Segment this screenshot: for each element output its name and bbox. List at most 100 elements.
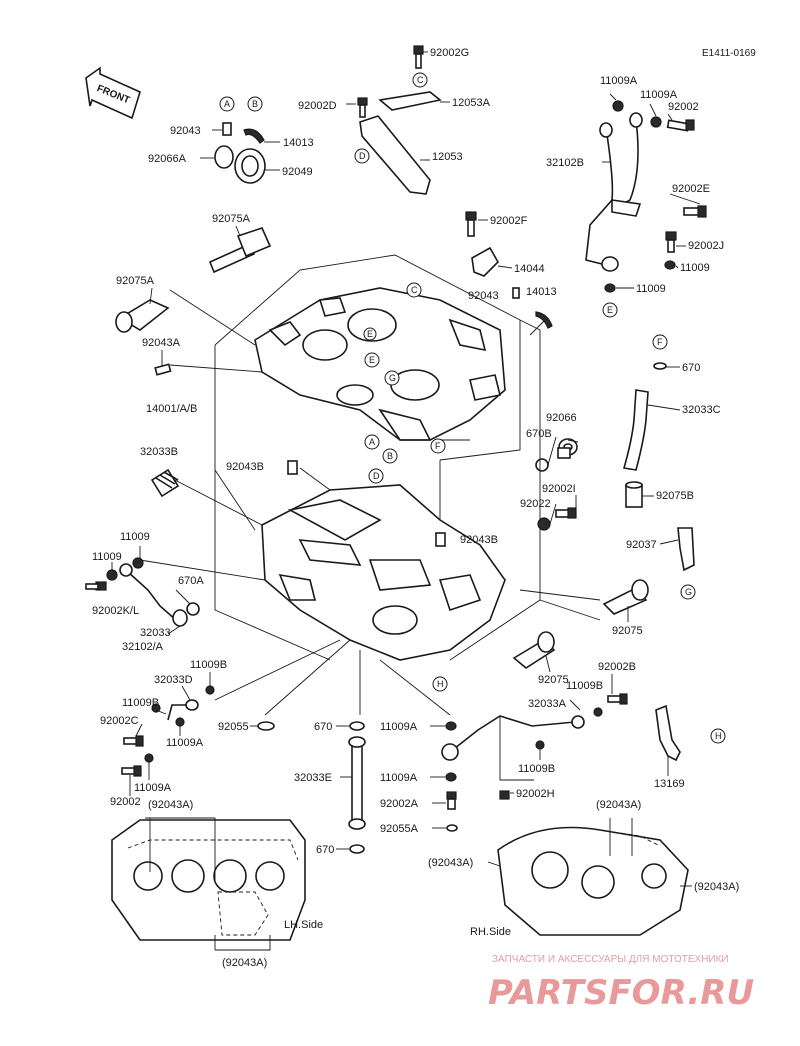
label-11009B-3: 11009B: [566, 680, 603, 692]
o-ring-670B: [535, 458, 549, 472]
svg-text:A: A: [369, 437, 375, 447]
callout-A-2: A: [364, 434, 380, 450]
label-92002C: 92002C: [100, 715, 139, 727]
watermark-logo: PARTSFOR.RU: [488, 973, 754, 1013]
label-92055: 92055: [218, 721, 249, 733]
label-92002B: 92002B: [598, 661, 636, 673]
label-14013-b: 14013: [526, 286, 557, 298]
pin-92043: [222, 122, 232, 136]
lh-side-label: LH.Side: [284, 919, 323, 931]
label-92066A: 92066A: [148, 153, 187, 165]
seal-92066A: [214, 145, 234, 169]
lower-crankcase: [261, 484, 506, 661]
label-12053A: 12053A: [452, 97, 491, 109]
bolt-92002D: [357, 97, 368, 118]
label-92075A-2: 92075A: [116, 275, 155, 287]
o-ring-670-c: [349, 844, 365, 854]
bracket-92037: [677, 527, 695, 572]
washer-11009B: [205, 685, 215, 695]
watermark: ЗАПЧАСТИ И АКСЕССУАРЫ ДЛЯ МОТОТЕХНИКИ PA…: [488, 954, 754, 1013]
svg-text:C: C: [417, 75, 424, 85]
label-11009A-d: 11009A: [134, 782, 172, 794]
part-labels: 92002 G 12053A 92002D 12053 92043 14013 9…: [92, 47, 739, 969]
callout-D-2: D: [368, 468, 384, 484]
label-92066: 92066: [546, 412, 577, 424]
bolt-92002G: [413, 45, 424, 69]
label-92037: 92037: [626, 539, 657, 551]
pin-92043B-b: [435, 532, 446, 547]
label-92002-b: 92002: [110, 796, 141, 808]
washer-11009-d: [106, 569, 118, 581]
label-670-c: 670: [316, 844, 334, 856]
callout-H-2: H: [710, 728, 726, 744]
bolt-92002E: [683, 205, 707, 218]
filter-32033B: [150, 468, 180, 498]
washer-11009A-b: [650, 116, 662, 128]
pin-92043-b: [512, 287, 520, 299]
washer-11009-b: [604, 283, 616, 293]
callout-F-1: F: [430, 438, 446, 454]
label-p92043A-3: (92043A): [596, 799, 641, 811]
washer-11009A-c: [175, 717, 185, 727]
plug-92066: [557, 438, 578, 459]
label-92075B: 92075B: [656, 490, 694, 502]
label-92002D: 92002D: [298, 100, 337, 112]
callout-B-2: B: [382, 448, 398, 464]
label-11009A-f: 11009A: [380, 772, 418, 784]
svg-text:G: G: [389, 373, 396, 383]
label-92043: 92043: [170, 125, 201, 137]
label-670B: 670B: [526, 428, 552, 440]
o-ring-92055A: [446, 824, 458, 832]
label-leader-lines: [111, 51, 701, 951]
callout-F-2: F: [652, 334, 668, 350]
svg-text:E: E: [369, 355, 375, 365]
washer-11009-a: [664, 260, 676, 270]
watermark-tagline: ЗАПЧАСТИ И АКСЕССУАРЫ ДЛЯ МОТОТЕХНИКИ: [492, 954, 729, 965]
bolt-92002-b: [121, 765, 142, 777]
label-11009-a: 11009: [680, 262, 710, 274]
o-ring-92055: [257, 721, 275, 731]
label-11009A-a: 11009A: [600, 75, 638, 87]
label-92002A: 92002A: [380, 798, 419, 810]
label-32033A: 32033A: [528, 698, 567, 710]
half-ring-14013: [243, 128, 265, 144]
washer-11009A-d: [144, 753, 154, 763]
label-14044: 14044: [514, 263, 545, 275]
bolt-92002J: [665, 231, 677, 253]
svg-text:H: H: [715, 731, 722, 741]
label-92049: 92049: [282, 166, 313, 178]
label-11009A-e: 11009A: [380, 721, 418, 733]
callout-G-2: G: [680, 584, 696, 600]
diagram-code: E1411-0169: [702, 48, 756, 59]
half-ring-14013-b: [535, 311, 553, 329]
bolt-92002H: [499, 790, 510, 800]
svg-text:B: B: [252, 99, 258, 109]
label-92002H: 92002H: [516, 788, 555, 800]
hose-32033C: [622, 389, 649, 471]
upper-crankcase: [254, 287, 506, 441]
bracket-14044: [471, 246, 499, 277]
bracket-13169: [655, 704, 681, 762]
bolt-92002F: [465, 211, 477, 237]
bolt-92002B: [607, 693, 628, 705]
label-11009-c: 11009: [120, 531, 150, 543]
o-ring-670: [653, 362, 667, 370]
svg-text:A: A: [224, 99, 230, 109]
label-92002F: 92002F: [490, 215, 528, 227]
assembly-guide-lines: [139, 254, 601, 716]
washer-11009A-f: [445, 772, 457, 782]
label-11009-d: 11009: [92, 551, 122, 563]
callout-B-1: B: [247, 96, 263, 112]
label-11009B: 11009B: [190, 659, 227, 671]
label-32033: 32033: [140, 627, 171, 639]
washer-92022: [537, 517, 551, 531]
label-12053: 12053: [432, 151, 463, 163]
label-32033C: 32033C: [682, 404, 721, 416]
label-92043-b: 92043: [468, 290, 499, 302]
bolt-92002KL: [85, 581, 107, 591]
oil-pipe-32102B: [585, 112, 643, 272]
label-11009B-4: 11009B: [518, 763, 555, 775]
svg-text:E: E: [367, 329, 373, 339]
shaft-92075B: [625, 481, 643, 508]
